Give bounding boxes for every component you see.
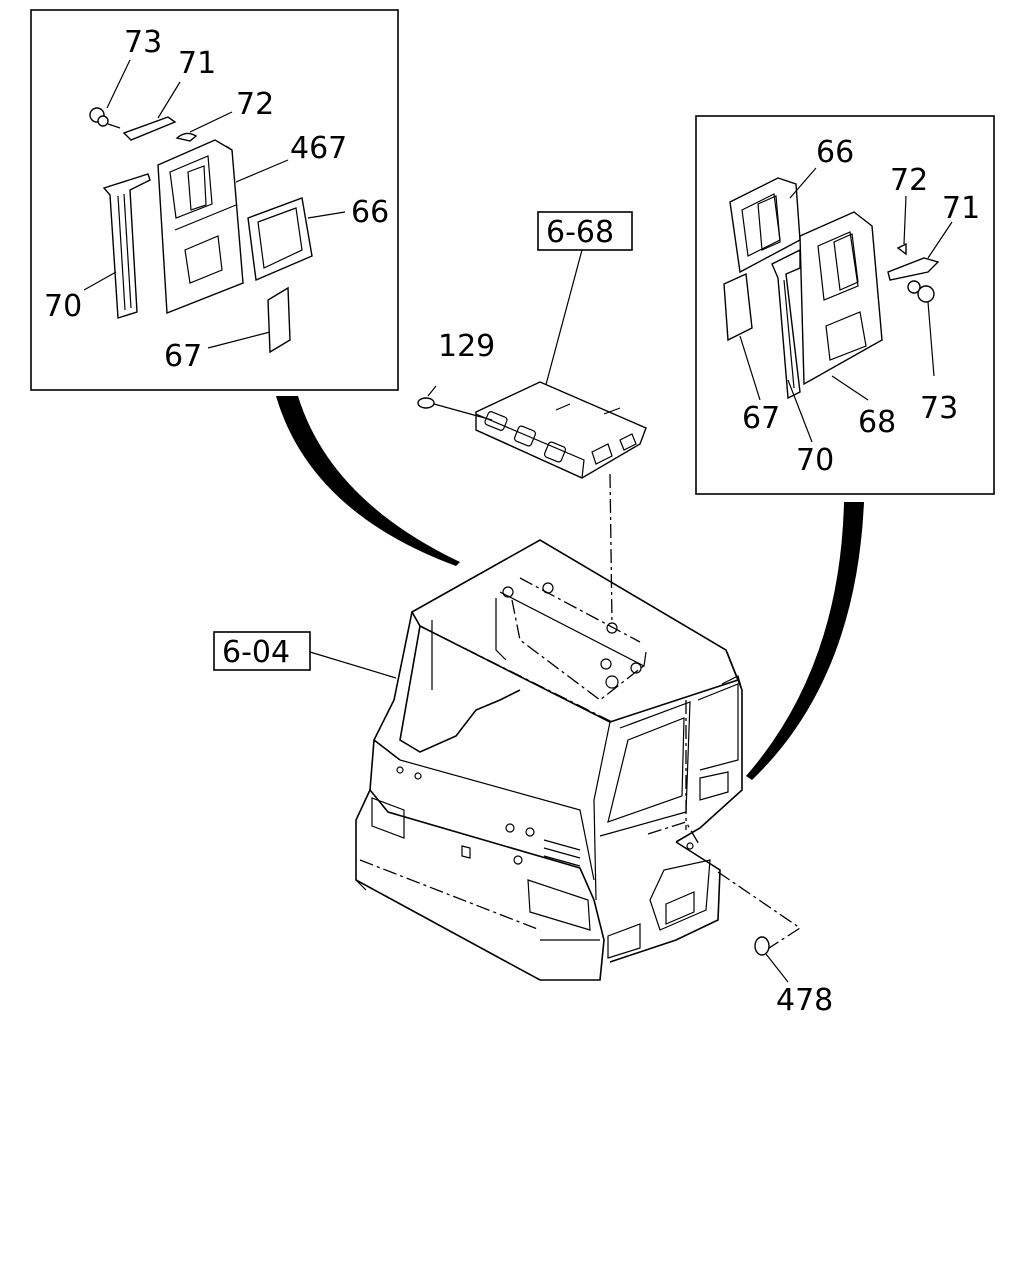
right-label-pillar-trim: 70 bbox=[796, 443, 834, 478]
grommet-label: 478 bbox=[776, 983, 833, 1018]
right-label-bracket: 71 bbox=[942, 191, 980, 226]
left-label-bracket: 71 bbox=[178, 46, 216, 81]
right-label-bolt: 73 bbox=[920, 391, 958, 426]
left-bolt-part bbox=[89, 107, 121, 129]
right-inset-frame bbox=[695, 115, 995, 495]
right-pillar-trim-part bbox=[771, 248, 801, 400]
right-callout-arrow bbox=[746, 502, 864, 780]
cab-body bbox=[355, 539, 743, 981]
left-bracket-part bbox=[122, 116, 177, 141]
right-lower-trim-part bbox=[723, 272, 753, 342]
left-pillar-trim-part bbox=[102, 173, 151, 319]
cab-ref-label: 6-04 bbox=[222, 635, 290, 670]
roof-reference: 6-68 bbox=[537, 211, 633, 393]
cab-reference: 6-04 bbox=[213, 631, 397, 679]
right-bracket-part bbox=[887, 257, 940, 281]
grommet-part bbox=[754, 936, 770, 956]
left-label-trim-panel: 467 bbox=[290, 131, 347, 166]
roof-console-part bbox=[475, 381, 647, 479]
left-callout-arrow bbox=[276, 396, 460, 566]
right-window-trim-part bbox=[729, 177, 801, 274]
grommet-group: 478 bbox=[717, 871, 833, 1018]
roof-ref-box bbox=[537, 211, 633, 251]
left-inset: 73 71 72 467 66 70 67 bbox=[30, 9, 399, 391]
right-label-window-trim: 66 bbox=[816, 135, 854, 170]
right-label-clip: 72 bbox=[890, 163, 928, 198]
roof-ref-label: 6-68 bbox=[546, 215, 614, 250]
right-label-lower-trim: 67 bbox=[742, 401, 780, 436]
left-label-bolt: 73 bbox=[124, 25, 162, 60]
right-bolt-part bbox=[907, 280, 935, 303]
left-window-trim-part bbox=[247, 197, 313, 282]
left-label-clip: 72 bbox=[236, 87, 274, 122]
roof-clip-group: 129 bbox=[417, 329, 495, 421]
roof-clip-part bbox=[417, 397, 435, 409]
roof-clip-label: 129 bbox=[438, 329, 495, 364]
right-label-trim-panel: 68 bbox=[858, 405, 896, 440]
cab-ref-box bbox=[213, 631, 311, 671]
left-lower-trim-part bbox=[267, 286, 291, 354]
left-label-pillar-trim: 70 bbox=[44, 289, 82, 324]
left-clip-part bbox=[175, 132, 198, 142]
right-inset: 66 72 71 73 67 68 70 bbox=[695, 115, 995, 495]
left-label-lower-trim: 67 bbox=[164, 339, 202, 374]
right-clip-part bbox=[896, 242, 907, 256]
right-trim-panel-part bbox=[799, 211, 883, 386]
left-trim-panel-part bbox=[157, 139, 244, 315]
left-inset-frame bbox=[30, 9, 399, 391]
left-label-window-trim: 66 bbox=[351, 195, 389, 230]
